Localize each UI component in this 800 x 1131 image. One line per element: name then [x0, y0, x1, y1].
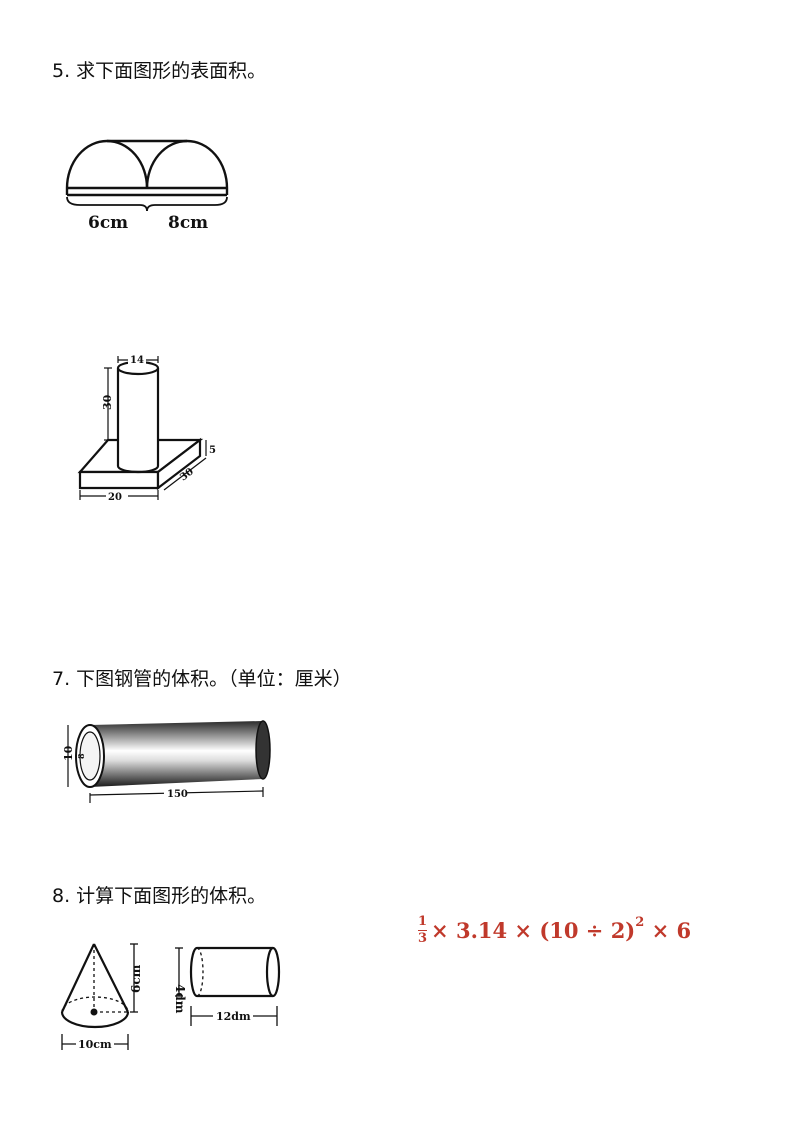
half-cylinder-back-arc: [145, 139, 229, 189]
cone-diameter-label: 10cm: [78, 1038, 112, 1051]
half-cylinder-figure: 6cm 8cm: [65, 139, 229, 233]
formula-tail: × 6: [644, 917, 692, 943]
question-7-title: 7. 下图钢管的体积。（单位：厘米）: [52, 668, 352, 690]
cylinder-diameter-label-4dm: 4dm: [173, 984, 187, 1014]
half-cylinder-length-label: 8cm: [168, 213, 208, 233]
fraction-denominator: 3: [418, 930, 428, 946]
pipe-inner-diameter-label: 8: [76, 753, 86, 759]
pipe-length-label: 150: [167, 789, 188, 800]
cylinder-height-label: 30: [101, 394, 114, 410]
pipe-outer-diameter-label: 10: [62, 745, 75, 761]
cylinder-on-block-figure: 14 30 5 30 20: [77, 353, 216, 503]
small-cylinder-figure: 4dm 12dm: [173, 946, 281, 1026]
cylinder-diameter-label: 14: [130, 355, 144, 366]
half-cylinder-front-arc: [65, 139, 149, 189]
fraction-numerator: 1: [418, 913, 428, 929]
question-5-title: 5. 求下面图形的表面积。: [52, 60, 267, 82]
steel-pipe-figure: 10 8 150: [62, 720, 271, 803]
question-8-title: 8. 计算下面图形的体积。: [52, 885, 267, 907]
formula-exponent: 2: [635, 914, 645, 930]
block-thickness-label: 5: [209, 445, 216, 456]
answer-formula: 1 3 × 3.14 × (10 ÷ 2) 2 × 6: [418, 908, 691, 952]
formula-main: × 3.14 × (10 ÷ 2): [431, 917, 636, 943]
block-width-label: 20: [108, 492, 122, 503]
cylinder-length-label: 12dm: [216, 1010, 251, 1023]
half-cylinder-diameter-label: 6cm: [88, 213, 128, 233]
cone-figure: 6cm 10cm: [60, 943, 143, 1051]
cone-height-label: 6cm: [129, 964, 143, 993]
fraction-one-third: 1 3: [418, 915, 427, 945]
